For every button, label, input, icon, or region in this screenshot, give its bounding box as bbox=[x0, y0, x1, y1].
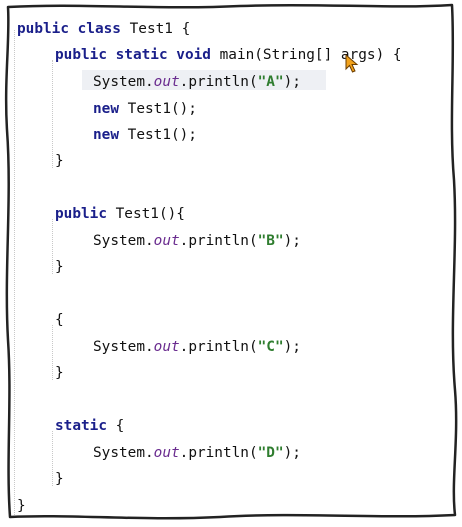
code-line[interactable]: public static void main(String[] args) { bbox=[55, 45, 402, 65]
code-token: .println( bbox=[179, 445, 258, 461]
code-token: Test1(); bbox=[119, 127, 197, 143]
code-token: Test1(){ bbox=[106, 206, 185, 222]
code-token: ); bbox=[283, 74, 301, 90]
code-token: System. bbox=[93, 339, 154, 355]
string-token: "D" bbox=[257, 445, 284, 461]
code-line[interactable]: public class Test1 { bbox=[17, 19, 190, 39]
code-line[interactable]: } bbox=[55, 469, 64, 489]
field-token: out bbox=[153, 445, 180, 461]
code-line[interactable]: } bbox=[55, 363, 64, 383]
code-line[interactable]: System.out.println("A"); bbox=[93, 72, 301, 92]
code-token: { bbox=[106, 418, 125, 434]
code-line[interactable]: } bbox=[17, 496, 26, 516]
code-token: main(String[] args) { bbox=[210, 47, 402, 63]
keyword-token: new bbox=[93, 127, 119, 143]
code-line[interactable]: static { bbox=[55, 416, 124, 436]
code-token: { bbox=[55, 312, 64, 328]
indent-guide bbox=[52, 431, 53, 486]
code-token: System. bbox=[93, 233, 154, 249]
code-token: } bbox=[55, 365, 64, 381]
code-token: ); bbox=[283, 445, 301, 461]
string-token: "C" bbox=[257, 339, 284, 355]
indent-guide bbox=[52, 219, 53, 274]
code-token: .println( bbox=[179, 233, 258, 249]
code-line[interactable]: { bbox=[55, 310, 64, 330]
code-token: .println( bbox=[179, 339, 258, 355]
keyword-token: static bbox=[55, 418, 107, 434]
code-token: ); bbox=[283, 233, 301, 249]
code-line[interactable]: new Test1(); bbox=[93, 99, 197, 119]
keyword-token: new bbox=[93, 101, 119, 117]
code-line[interactable]: System.out.println("D"); bbox=[93, 443, 301, 463]
indent-guide bbox=[52, 60, 53, 168]
code-line[interactable]: new Test1(); bbox=[93, 125, 197, 145]
string-token: "A" bbox=[257, 74, 284, 90]
code-token: } bbox=[55, 471, 64, 487]
mouse-pointer-icon bbox=[345, 54, 359, 73]
indent-guide bbox=[52, 325, 53, 380]
code-token: Test1 { bbox=[120, 21, 191, 37]
code-token: Test1(); bbox=[119, 101, 197, 117]
keyword-token: public class bbox=[17, 21, 121, 37]
current-line-highlight bbox=[82, 70, 326, 90]
code-token: ); bbox=[283, 339, 301, 355]
code-line[interactable]: System.out.println("C"); bbox=[93, 337, 301, 357]
field-token: out bbox=[153, 339, 180, 355]
code-line[interactable]: System.out.println("B"); bbox=[93, 231, 301, 251]
code-token: } bbox=[55, 259, 64, 275]
keyword-token: public static void bbox=[55, 47, 211, 63]
string-token: "B" bbox=[257, 233, 284, 249]
code-token: } bbox=[17, 498, 26, 514]
keyword-token: public bbox=[55, 206, 107, 222]
code-token: .println( bbox=[179, 74, 258, 90]
code-line[interactable]: public Test1(){ bbox=[55, 204, 185, 224]
indent-guide bbox=[14, 30, 15, 515]
code-token: System. bbox=[93, 74, 154, 90]
field-token: out bbox=[153, 233, 180, 249]
code-token: } bbox=[55, 153, 64, 169]
code-line[interactable]: } bbox=[55, 151, 64, 171]
code-line[interactable]: } bbox=[55, 257, 64, 277]
field-token: out bbox=[153, 74, 180, 90]
code-token: System. bbox=[93, 445, 154, 461]
